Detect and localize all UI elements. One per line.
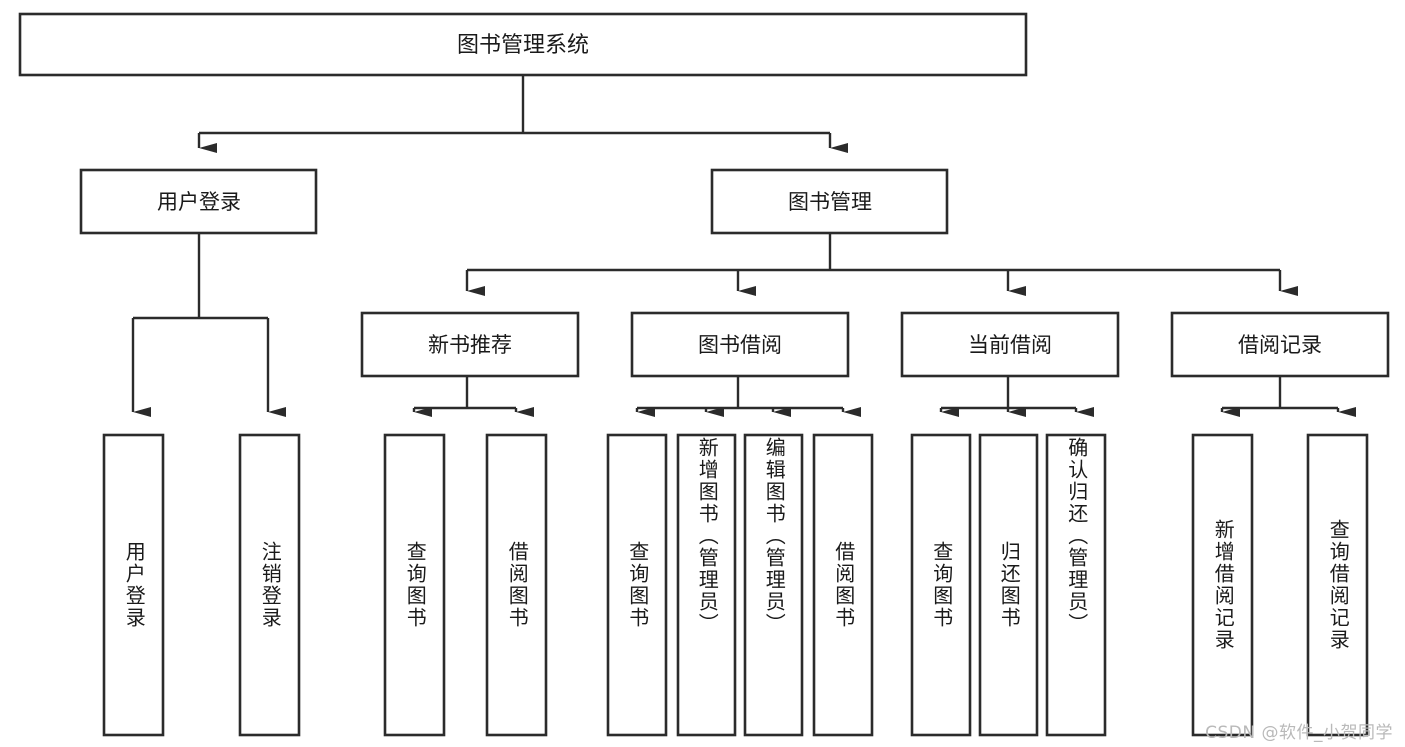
node-user-login[interactable]: 用户登录 (79, 168, 318, 235)
node-borrow-record-label: 借阅记录 (1238, 333, 1322, 357)
leaf-box-book-borrow-1[interactable] (676, 433, 737, 737)
connector-group-level2-to-level3 (465, 233, 1298, 296)
node-root-box[interactable] (18, 12, 1028, 77)
connector-group-book-borrow-leaves (635, 376, 861, 417)
leaf-box-book-borrow-2[interactable] (743, 433, 804, 737)
connector-group-root-to-level2 (197, 75, 848, 153)
leaf-box-new-book-rec-1[interactable] (485, 433, 548, 737)
node-new-book-rec-label: 新书推荐 (428, 333, 512, 357)
node-current-borrow-box[interactable] (900, 311, 1120, 378)
node-book-borrow-box[interactable] (630, 311, 850, 378)
node-root-label: 图书管理系统 (457, 33, 589, 58)
leaf-box-user-login-0[interactable] (102, 433, 165, 737)
node-book-manage-box[interactable] (710, 168, 949, 235)
node-book-borrow[interactable]: 图书借阅 (630, 311, 850, 378)
leaf-box-book-borrow-0[interactable] (606, 433, 668, 737)
node-user-login-label: 用户登录 (157, 190, 241, 214)
leaf-group-book-borrow (606, 433, 874, 737)
node-borrow-record-box[interactable] (1170, 311, 1390, 378)
leaf-group-borrow-record (1191, 433, 1369, 737)
leaf-box-user-login-1[interactable] (238, 433, 301, 737)
leaf-box-current-borrow-1[interactable] (978, 433, 1039, 737)
node-new-book-rec-box[interactable] (360, 311, 580, 378)
node-user-login-box[interactable] (79, 168, 318, 235)
connector-group-current-borrow-leaves (939, 376, 1094, 417)
connector-group-user-login-leaves (131, 233, 286, 417)
node-book-manage[interactable]: 图书管理 (710, 168, 949, 235)
node-root[interactable]: 图书管理系统 (18, 12, 1028, 77)
node-new-book-rec[interactable]: 新书推荐 (360, 311, 580, 378)
node-current-borrow-label: 当前借阅 (968, 333, 1052, 357)
leaf-box-borrow-record-0[interactable] (1191, 433, 1254, 737)
watermark-text: CSDN @软件_小贺同学 (1205, 723, 1393, 743)
leaf-box-current-borrow-0[interactable] (910, 433, 972, 737)
node-borrow-record[interactable]: 借阅记录 (1170, 311, 1390, 378)
leaf-box-book-borrow-3[interactable] (812, 433, 874, 737)
leaf-group-current-borrow (910, 433, 1107, 737)
leaf-box-current-borrow-2[interactable] (1045, 433, 1107, 737)
leaf-group-user-login (102, 433, 301, 737)
node-book-manage-label: 图书管理 (788, 190, 872, 214)
leaf-box-new-book-rec-0[interactable] (383, 433, 446, 737)
node-current-borrow[interactable]: 当前借阅 (900, 311, 1120, 378)
connector-group-borrow-record-leaves (1220, 376, 1356, 417)
node-book-borrow-label: 图书借阅 (698, 333, 782, 357)
connector-group-new-book-rec-leaves (412, 376, 534, 417)
leaf-group-new-book-rec (383, 433, 548, 737)
leaf-box-borrow-record-1[interactable] (1306, 433, 1369, 737)
